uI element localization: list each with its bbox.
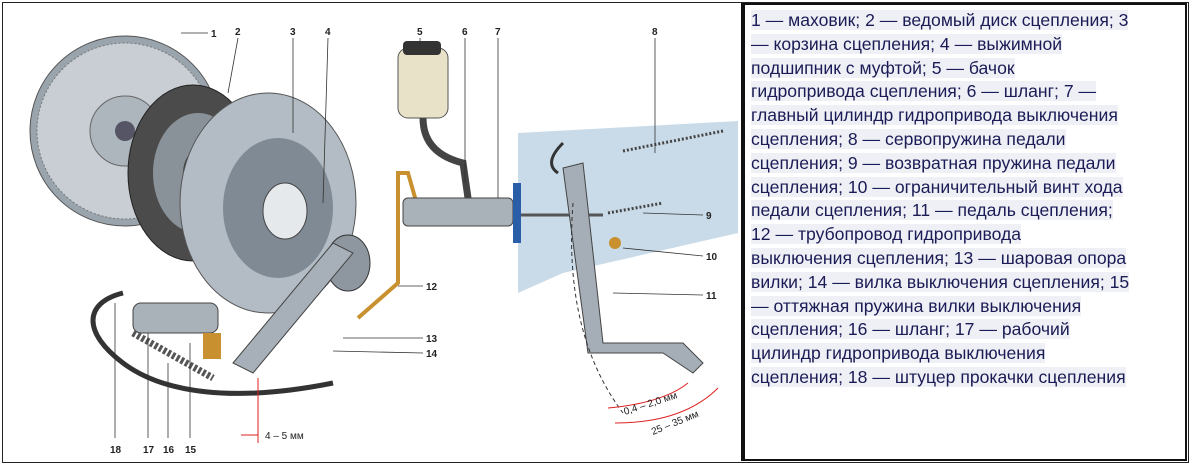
legend-line: — оттяжная пружина вилки выключения — [751, 295, 1179, 319]
clutch-illustration: 1 2 3 4 5 6 7 8 9 10 11 12 13 14 15 16 1… — [3, 3, 743, 461]
release-fork — [232, 234, 371, 374]
pedal-bracket — [518, 121, 738, 293]
return-spring — [607, 201, 664, 215]
legend-line-text: сцепления; 18 — штуцер прокачки сцеплени… — [751, 366, 1126, 387]
callout-8: 8 — [652, 27, 658, 38]
legend-line: сцепления; 16 — шланг; 17 — рабочий — [751, 318, 1179, 342]
legend-line-text: цилиндр гидропривода выключения — [751, 343, 1046, 364]
clutch-basket — [179, 92, 357, 314]
callout-17: 17 — [143, 445, 155, 456]
legend-line-text: подшипник с муфтой; 5 — бачок — [751, 57, 1015, 78]
legend-line-text: 1 — маховик; 2 — ведомый диск сцепления;… — [751, 10, 1129, 30]
callout-4: 4 — [325, 27, 331, 38]
callout-3: 3 — [290, 27, 296, 38]
legend-line-text: педали сцепления; 11 — педаль сцепления; — [751, 200, 1113, 221]
legend-line: сцепления; 8 — сервопружина педали — [751, 128, 1179, 152]
callout-15: 15 — [185, 445, 197, 456]
hose — [90, 290, 334, 396]
legend-line: гидропривода сцепления; 6 — шланг; 7 — — [751, 80, 1179, 104]
legend-line-text: сцепления; 9 — возвратная пружина педали — [751, 152, 1116, 173]
clutch-pedal — [550, 129, 724, 414]
callout-9: 9 — [706, 211, 712, 222]
fork-gap-dimension: 4 – 5 мм — [265, 431, 304, 442]
callout-7: 7 — [495, 27, 501, 38]
callout-14: 14 — [426, 349, 438, 360]
callout-6: 6 — [462, 27, 468, 38]
legend-line-text: вилки; 14 — вилка выключения сцепления; … — [751, 271, 1130, 292]
legend-line-text: выключения сцепления; 13 — шаровая опора — [751, 247, 1127, 268]
legend-line: 1 — маховик; 2 — ведомый диск сцепления;… — [751, 9, 1179, 33]
callout-1: 1 — [211, 29, 217, 40]
callout-10: 10 — [706, 252, 718, 263]
legend-line: сцепления; 18 — штуцер прокачки сцеплени… — [751, 366, 1179, 390]
callout-5: 5 — [417, 27, 423, 38]
legend-line: — корзина сцепления; 4 — выжимной — [751, 33, 1179, 57]
slave-cylinder — [131, 302, 221, 382]
limit-screw — [609, 237, 621, 249]
pedal-travel-dimension: 25 – 35 мм — [650, 409, 700, 438]
legend-line-text: главный цилиндр гидропривода выключения — [751, 105, 1118, 126]
servo-spring — [622, 129, 724, 153]
callout-13: 13 — [426, 334, 438, 345]
legend-line: главный цилиндр гидропривода выключения — [751, 104, 1179, 128]
callout-12: 12 — [426, 282, 438, 293]
legend-text: 1 — маховик; 2 — ведомый диск сцепления;… — [743, 3, 1187, 461]
legend-line: цилиндр гидропривода выключения — [751, 342, 1179, 366]
callout-2: 2 — [235, 27, 241, 38]
legend-line-text: 12 — трубопровод гидропривода — [751, 224, 1022, 245]
legend-line: сцепления; 9 — возвратная пружина педали — [751, 152, 1179, 176]
legend-line-text: — корзина сцепления; 4 — выжимной — [751, 33, 1063, 54]
legend-line: сцепления; 10 — ограничительный винт ход… — [751, 176, 1179, 200]
callout-16: 16 — [163, 445, 175, 456]
legend-line: вилки; 14 — вилка выключения сцепления; … — [751, 271, 1179, 295]
legend-line-text: сцепления; 16 — шланг; 17 — рабочий — [751, 319, 1070, 340]
legend-line-text: — оттяжная пружина вилки выключения — [751, 295, 1082, 316]
hydraulic-tube — [356, 171, 420, 320]
pedal-free-play-dimension: 0,4 – 2,0 мм — [623, 390, 679, 418]
legend-line-text: гидропривода сцепления; 6 — шланг; 7 — — [751, 81, 1097, 102]
legend-line: выключения сцепления; 13 — шаровая опора — [751, 247, 1179, 271]
legend-line: 12 — трубопровод гидропривода — [751, 223, 1179, 247]
legend-line-text: сцепления; 8 — сервопружина педали — [751, 128, 1066, 149]
legend-line: подшипник с муфтой; 5 — бачок — [751, 57, 1179, 81]
legend-line: педали сцепления; 11 — педаль сцепления; — [751, 199, 1179, 223]
callout-18: 18 — [110, 445, 122, 456]
master-cylinder — [397, 41, 603, 243]
legend-line-text: сцепления; 10 — ограничительный винт ход… — [751, 176, 1123, 197]
callout-11: 11 — [706, 291, 717, 302]
